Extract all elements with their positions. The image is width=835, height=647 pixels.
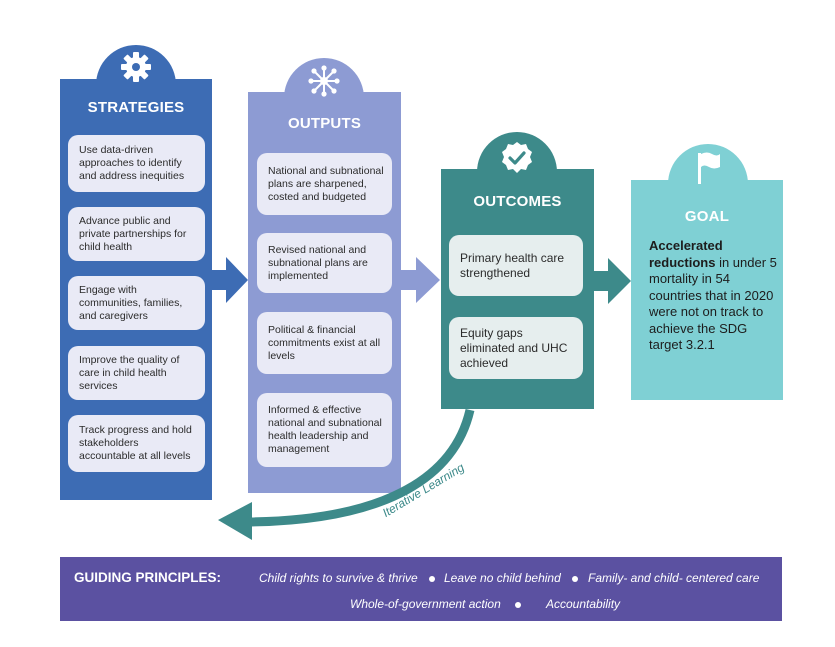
output-card: Political & financial commitments exist … (257, 312, 392, 374)
principle-item: Accountability (546, 597, 621, 611)
bullet-dot (515, 602, 521, 608)
output-card: Revised national and subnational plans a… (257, 233, 392, 293)
flag-icon (698, 152, 720, 184)
outcomes-column: OUTCOMES Primary health care strengthene… (441, 169, 594, 409)
guiding-principles-title: GUIDING PRINCIPLES: (74, 570, 222, 585)
outputs-column: OUTPUTS National and subnational plans a… (248, 92, 401, 493)
checkmark-badge-icon (502, 142, 532, 173)
principle-item: Family- and child- centered care (588, 571, 760, 585)
output-card: National and subnational plans are sharp… (257, 153, 392, 215)
strategies-column: STRATEGIES Use data-driven approaches to… (60, 79, 212, 500)
guiding-principles-banner: GUIDING PRINCIPLES: Child rights to surv… (60, 557, 782, 621)
arrow-strategies-to-outputs (212, 257, 248, 303)
strategy-card: Track progress and hold stakeholders acc… (68, 415, 205, 472)
strategy-card: Improve the quality of care in child hea… (68, 346, 205, 400)
outcomes-title: OUTCOMES (473, 193, 562, 210)
gear-icon (121, 52, 151, 82)
strategy-card: Engage with communities, families, and c… (68, 276, 205, 330)
principle-item: Leave no child behind (444, 571, 561, 585)
goal-title: GOAL (684, 208, 730, 225)
network-icon (308, 65, 340, 97)
iterative-learning-arrowhead (218, 502, 252, 540)
bullet-dot (429, 576, 435, 582)
outputs-title: OUTPUTS (287, 115, 362, 132)
strategy-card: Advance public and private partnerships … (68, 207, 205, 261)
bullet-dot (572, 576, 578, 582)
outcome-card: Primary health care strengthened (449, 235, 583, 296)
iterative-learning-arrow (249, 408, 475, 527)
arrow-outcomes-to-goal (594, 258, 631, 304)
output-card: Informed & effective national and subnat… (257, 393, 392, 467)
principle-item: Whole-of-government action (350, 597, 501, 611)
arrow-outputs-to-outcomes (401, 257, 440, 303)
principle-item: Child rights to survive & thrive (259, 571, 418, 585)
goal-column: GOAL (631, 180, 783, 400)
strategy-card: Use data-driven approaches to identify a… (68, 135, 205, 192)
outcome-card: Equity gaps eliminated and UHC achieved (449, 317, 583, 379)
goal-statement: Accelerated reductions in under 5 mortal… (649, 238, 777, 352)
strategies-title: STRATEGIES (87, 99, 185, 116)
